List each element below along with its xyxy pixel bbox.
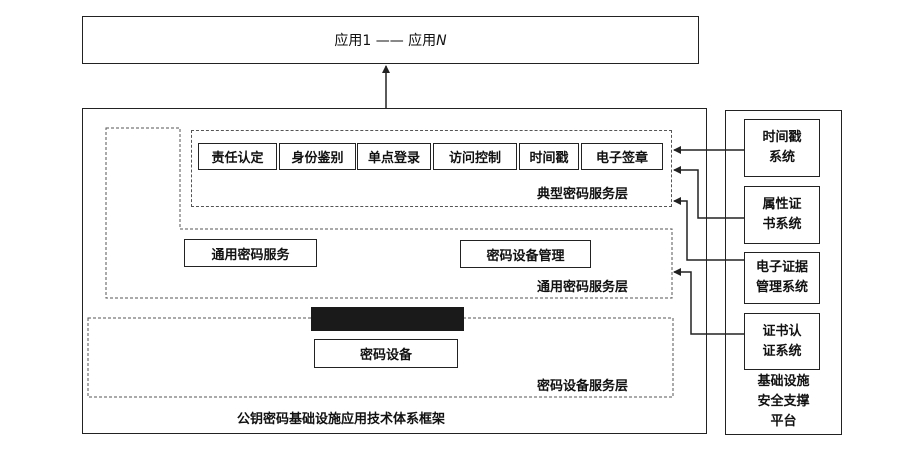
system-e-evidence-line1: 电子证据: [755, 260, 808, 275]
typical-service-layer: [191, 130, 672, 207]
system-timestamp: 时间戳 系统: [744, 119, 820, 177]
service-e-signature: 电子签章: [581, 143, 663, 170]
crypto-device: 密码设备: [314, 339, 458, 368]
system-timestamp-line1: 时间戳: [762, 130, 802, 145]
support-platform-title-line1: 基础设施: [757, 374, 810, 389]
support-platform-title: 基础设施 安全支撑 平台: [725, 372, 842, 432]
wire-cert-auth: [673, 268, 744, 335]
device-layer-title: 密码设备服务层: [537, 379, 629, 394]
system-cert-auth: 证书认 证系统: [744, 313, 820, 370]
general-crypto-service: 通用密码服务: [184, 239, 317, 267]
system-attribute-cert-line1: 属性证: [762, 197, 802, 212]
system-attribute-cert-line2: 书系统: [762, 217, 802, 232]
system-cert-auth-line2: 证系统: [762, 343, 802, 359]
system-timestamp-line2: 系统: [768, 150, 795, 165]
application-label-prefix: 应用1 —— 应用: [334, 33, 437, 49]
general-layer-title: 通用密码服务层: [537, 280, 629, 295]
support-platform-title-line3: 平台: [770, 414, 797, 429]
support-platform-title-line2: 安全支撑: [757, 394, 810, 409]
framework-title: 公钥密码基础设施应用技术体系框架: [237, 412, 446, 427]
application-box: 应用1 —— 应用N: [82, 16, 699, 64]
application-label: 应用1 —— 应用N: [334, 30, 446, 50]
service-identity-auth: 身份鉴别: [279, 143, 356, 170]
dark-bar: [311, 307, 464, 331]
service-access-control: 访问控制: [433, 143, 517, 170]
typical-layer-title: 典型密码服务层: [537, 187, 629, 202]
wire-attribute-cert: [673, 166, 744, 219]
application-label-n: N: [436, 33, 447, 49]
service-responsibility: 责任认定: [198, 143, 277, 170]
system-e-evidence-line2: 管理系统: [755, 280, 808, 295]
system-e-evidence: 电子证据 管理系统: [744, 252, 820, 304]
system-cert-auth-line1: 证书认: [762, 323, 802, 339]
service-single-sign-on: 单点登录: [357, 143, 431, 170]
service-timestamp: 时间戳: [519, 143, 579, 170]
system-attribute-cert: 属性证 书系统: [744, 186, 820, 244]
wire-e-evidence: [673, 197, 744, 261]
crypto-device-management: 密码设备管理: [460, 240, 591, 268]
